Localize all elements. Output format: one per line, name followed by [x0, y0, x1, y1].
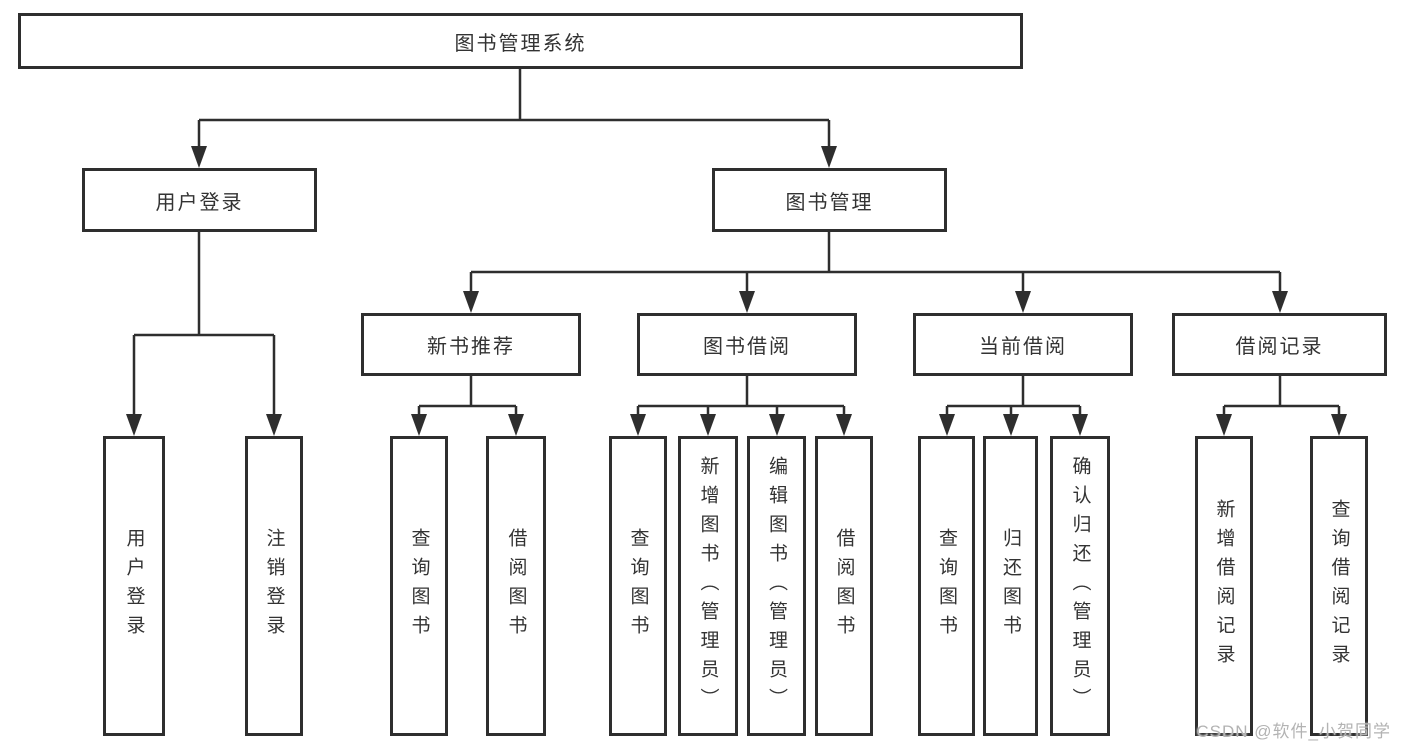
node-new-book-recommend: 新书推荐: [361, 313, 581, 376]
leaf-add-book-admin: 新增图书（管理员）: [678, 436, 738, 736]
node-current-borrow: 当前借阅: [913, 313, 1133, 376]
leaf-label: 注销登录: [263, 528, 285, 644]
leaf-label: 用户登录: [123, 528, 145, 644]
leaf-query-books-recommend: 查询图书: [390, 436, 448, 736]
node-label: 用户登录: [155, 191, 244, 214]
leaf-label: 查询图书: [408, 528, 430, 644]
leaf-return-book: 归还图书: [983, 436, 1038, 736]
leaf-label: 新增借阅记录: [1213, 499, 1235, 673]
node-book-management: 图书管理: [712, 168, 947, 232]
leaf-label: 归还图书: [1000, 528, 1021, 644]
leaf-label: 查询图书: [936, 528, 957, 644]
leaf-label: 借阅图书: [505, 528, 527, 644]
leaf-logout: 注销登录: [245, 436, 303, 736]
leaf-query-books-borrow: 查询图书: [609, 436, 667, 736]
node-label: 图书管理系统: [454, 32, 587, 55]
node-borrow-records: 借阅记录: [1172, 313, 1387, 376]
leaf-borrow-books: 借阅图书: [815, 436, 873, 736]
node-label: 图书借阅: [703, 336, 791, 358]
leaf-label: 查询借阅记录: [1328, 499, 1350, 673]
leaf-edit-book-admin: 编辑图书（管理员）: [747, 436, 806, 736]
leaf-label: 确认归还（管理员）: [1069, 455, 1091, 717]
leaf-confirm-return-admin: 确认归还（管理员）: [1050, 436, 1110, 736]
leaf-label: 新增图书（管理员）: [697, 455, 719, 717]
arrowheads: [126, 146, 1347, 436]
node-label: 新书推荐: [427, 336, 515, 358]
connector-paths: [132, 69, 1341, 420]
csdn-watermark: CSDN @软件_小贺同学: [1196, 722, 1391, 741]
leaf-add-borrow-record: 新增借阅记录: [1195, 436, 1253, 736]
leaf-borrow-books-recommend: 借阅图书: [486, 436, 546, 736]
node-user-login: 用户登录: [82, 168, 317, 232]
leaf-label: 借阅图书: [833, 528, 855, 644]
node-label: 当前借阅: [979, 336, 1067, 358]
node-label: 图书管理: [785, 191, 874, 214]
leaf-label: 查询图书: [627, 528, 649, 644]
leaf-user-login: 用户登录: [103, 436, 165, 736]
leaf-query-books-current: 查询图书: [918, 436, 975, 736]
leaf-label: 编辑图书（管理员）: [766, 455, 787, 717]
node-label: 借阅记录: [1235, 336, 1324, 358]
node-book-borrow: 图书借阅: [637, 313, 857, 376]
leaf-query-borrow-record: 查询借阅记录: [1310, 436, 1368, 736]
node-library-management-system: 图书管理系统: [18, 13, 1023, 69]
